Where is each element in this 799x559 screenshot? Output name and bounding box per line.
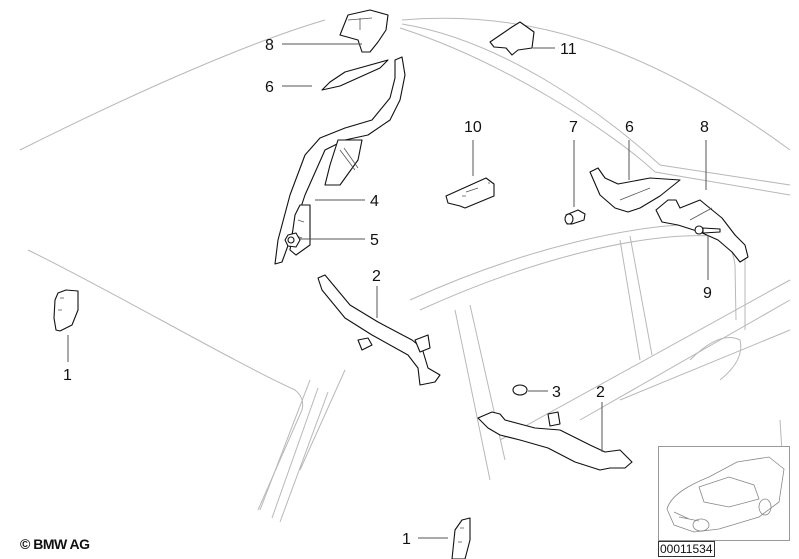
door-body-lines	[499, 279, 791, 441]
roof-inner-line-2	[399, 27, 791, 196]
part-7-plug-rivet[interactable]	[564, 209, 586, 225]
roof-inner-line	[401, 23, 791, 186]
car-overview-thumbnail	[658, 446, 790, 541]
part-3-clip[interactable]	[512, 384, 528, 396]
part-1-cover-bottom[interactable]	[451, 517, 471, 559]
part-2-bracket-front[interactable]	[317, 274, 441, 386]
callout-8-left[interactable]: 8	[265, 37, 274, 54]
door-handle-recess	[689, 337, 742, 381]
part-8-upper-trim-bracket[interactable]	[339, 9, 389, 53]
door-frame-inner	[419, 235, 737, 321]
car-overview-icon	[666, 456, 785, 533]
part-5-expanding-rivet[interactable]	[284, 232, 301, 248]
callout-11[interactable]: 11	[560, 41, 577, 58]
part-1-cover-left[interactable]	[53, 289, 79, 332]
part-6-trim-strip-right[interactable]	[589, 167, 681, 213]
roof-line-right	[401, 17, 791, 151]
callout-4[interactable]: 4	[370, 193, 379, 210]
leader-lines	[67, 43, 709, 539]
callout-6-left[interactable]: 6	[265, 79, 274, 96]
callout-9[interactable]: 9	[703, 285, 712, 302]
callout-8-right[interactable]: 8	[700, 119, 709, 136]
callout-2-front[interactable]: 2	[372, 268, 381, 285]
roof-line-left	[19, 19, 326, 151]
callout-3[interactable]: 3	[552, 384, 561, 401]
diagram-id: 00011534	[658, 541, 715, 557]
copyright-notice: © BMW AG	[20, 536, 90, 552]
callout-10[interactable]: 10	[464, 119, 482, 136]
callout-5[interactable]: 5	[370, 232, 379, 249]
callout-1-left[interactable]: 1	[63, 367, 72, 384]
part-6-trim-strip-left[interactable]	[321, 59, 389, 91]
part-2-bracket-rear[interactable]	[478, 412, 633, 471]
callout-7[interactable]: 7	[569, 119, 578, 136]
callout-labels: 8 6 4 5 2 1 11 10 7 6 8 9 3 2 1	[63, 37, 712, 548]
part-9-screw[interactable]	[694, 225, 721, 235]
part-11-roof-bracket[interactable]	[489, 21, 535, 56]
a-pillar-lines	[259, 369, 346, 523]
callout-6-right[interactable]: 6	[625, 119, 634, 136]
callout-2-rear[interactable]: 2	[596, 384, 605, 401]
door-pillars	[454, 235, 653, 481]
callout-1-bottom[interactable]: 1	[402, 531, 411, 548]
door-frame-top	[409, 223, 746, 330]
part-10-clip-holder[interactable]	[445, 177, 495, 209]
